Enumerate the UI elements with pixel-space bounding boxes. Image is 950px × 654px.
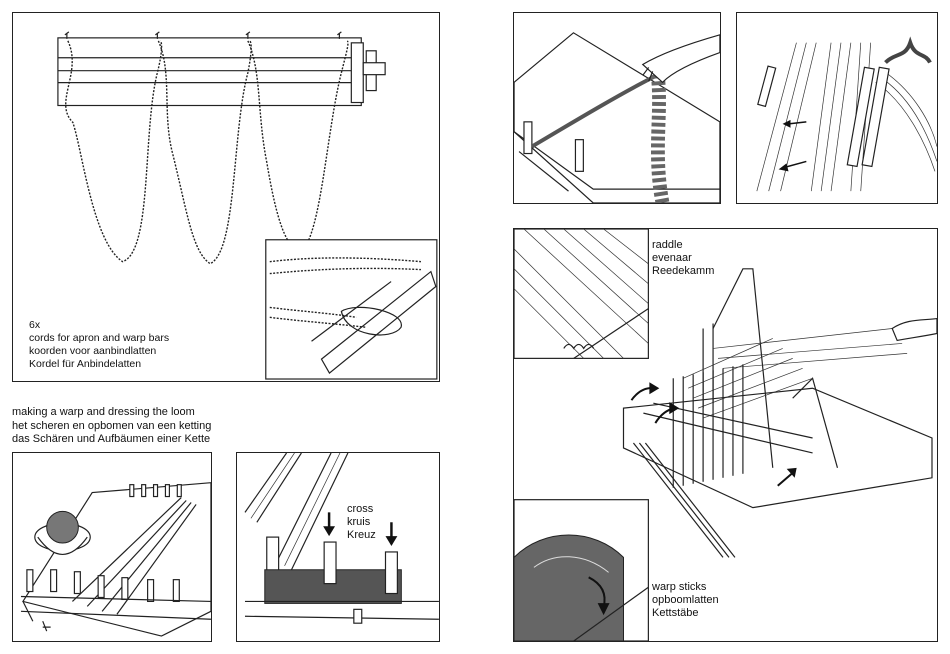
warp-sticks-label: warp sticks opboomlatten Kettstäbe (652, 581, 719, 620)
section-heading-nl: het scheren en opbomen van een ketting (12, 420, 211, 434)
warping-board-panel (12, 452, 212, 642)
loom-dressing-illustration (514, 229, 937, 641)
section-heading-en: making a warp and dressing the loom (12, 406, 211, 420)
cross-panel: cross kruis Kreuz (236, 452, 440, 642)
cords-panel: 6x cords for apron and warp bars koorden… (12, 12, 440, 382)
cross-label-de: Kreuz (347, 529, 376, 542)
raddle-label-en: raddle (652, 239, 714, 252)
chained-warp-illustration (514, 13, 720, 203)
cross-illustration (237, 453, 439, 641)
straight-arrow-icon (779, 120, 807, 171)
cords-caption-nl: koorden voor aanbindlatten (29, 345, 169, 358)
warping-board-illustration (13, 453, 211, 641)
chained-warp-panel (513, 12, 721, 204)
cords-caption-de: Kordel für Anbindelatten (29, 358, 169, 371)
raddle-label-nl: evenaar (652, 252, 714, 265)
raddle-label-de: Reedekamm (652, 265, 714, 278)
raddle-label: raddle evenaar Reedekamm (652, 239, 714, 278)
warp-sticks-label-nl: opboomlatten (652, 594, 719, 607)
warp-sticks-label-de: Kettstäbe (652, 607, 719, 620)
section-heading: making a warp and dressing the loom het … (12, 406, 211, 447)
section-heading-de: das Schären und Aufbäumen einer Kette (12, 433, 211, 447)
cords-count: 6x (29, 319, 169, 332)
warp-sticks-panel (736, 12, 938, 204)
cross-label-nl: kruis (347, 516, 376, 529)
warp-sticks-illustration (737, 13, 937, 203)
curved-arrow-icon (631, 382, 796, 485)
loom-dressing-panel: raddle evenaar Reedekamm warp sticks opb… (513, 228, 938, 642)
cross-label-en: cross (347, 503, 376, 516)
cross-label: cross kruis Kreuz (347, 503, 376, 542)
warp-sticks-label-en: warp sticks (652, 581, 719, 594)
cords-caption: 6x cords for apron and warp bars koorden… (29, 319, 169, 371)
cords-caption-en: cords for apron and warp bars (29, 332, 169, 345)
